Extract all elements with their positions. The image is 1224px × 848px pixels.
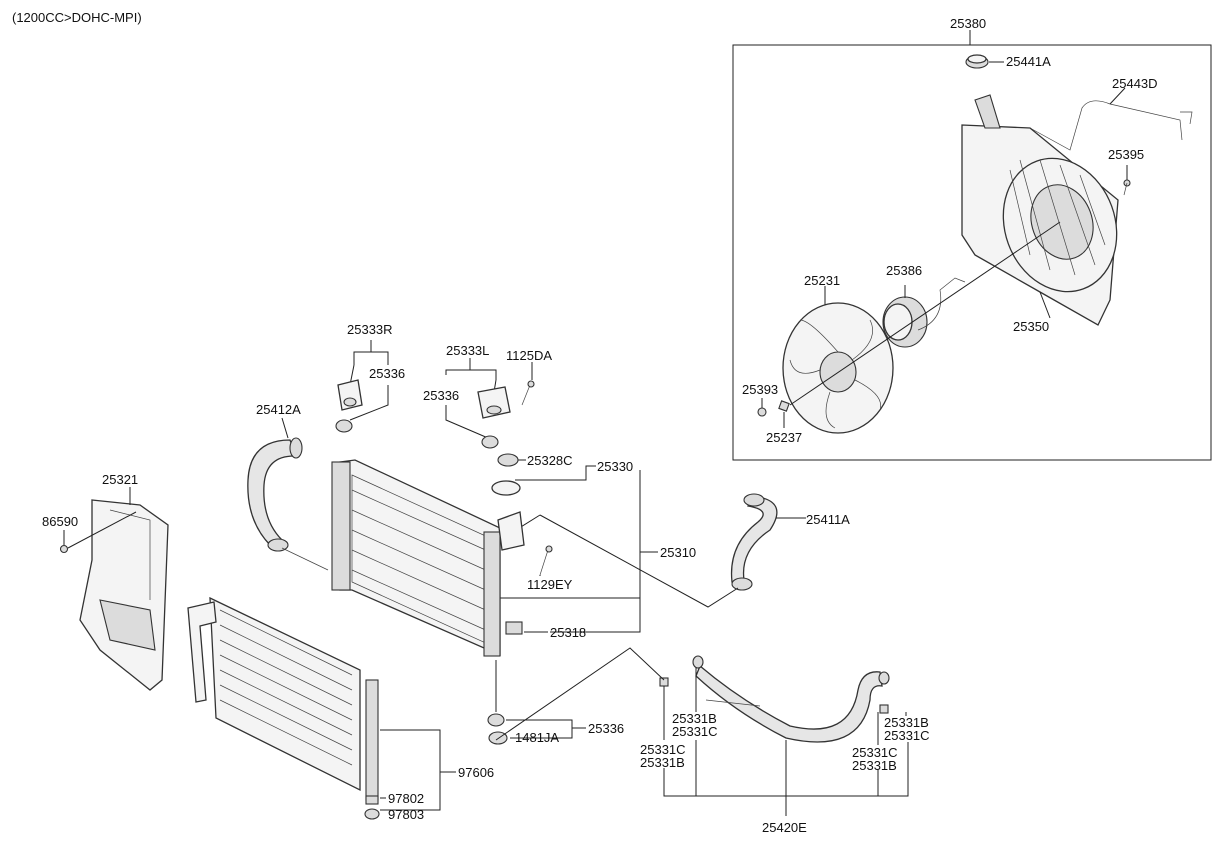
callout-1481JA: 1481JA xyxy=(515,730,559,745)
callout-25420E: 25420E xyxy=(762,820,807,835)
callout-97802: 97802 xyxy=(388,791,424,806)
motor-25386[interactable] xyxy=(882,277,966,348)
condenser-97606[interactable] xyxy=(187,596,379,801)
callout-25328C: 25328C xyxy=(527,453,573,468)
hose-clip-left[interactable] xyxy=(659,677,669,687)
insulator-25336-upper-right[interactable] xyxy=(481,435,499,449)
callout-25331B-left-top: 25331B xyxy=(672,711,717,726)
callout-25231: 25231 xyxy=(804,273,840,288)
callout-25412A: 25412A xyxy=(256,402,301,417)
bolt-1125DA[interactable] xyxy=(521,380,535,406)
nut-25393[interactable] xyxy=(757,407,767,417)
cap-25441A[interactable] xyxy=(965,54,989,69)
upper-hose-25412A[interactable] xyxy=(247,437,329,571)
leader-25336a xyxy=(349,385,389,421)
bracket-25333R[interactable] xyxy=(337,379,363,411)
leader-86590-b xyxy=(67,511,137,549)
air-guard-25321[interactable] xyxy=(79,499,169,691)
callout-25333R: 25333R xyxy=(347,322,393,337)
callout-25393: 25393 xyxy=(742,382,778,397)
callout-25380: 25380 xyxy=(950,16,986,31)
bracket-lead-25333L xyxy=(445,369,497,380)
callout-25331B-right-top: 25331B xyxy=(884,715,929,730)
callout-97606: 97606 xyxy=(458,765,494,780)
callout-25331C-left-top: 25331C xyxy=(672,724,718,739)
drier-cap-97802[interactable] xyxy=(365,795,379,805)
fan-detail-frame xyxy=(732,44,1212,461)
clip-25237[interactable] xyxy=(778,400,790,412)
callout-25331C-right-bottom: 25331C xyxy=(852,745,898,760)
leader-25412A xyxy=(281,417,289,439)
callout-25331B-left-bottom: 25331B xyxy=(640,755,685,770)
callout-25395: 25395 xyxy=(1108,147,1144,162)
callout-25386: 25386 xyxy=(886,263,922,278)
callout-25331C-left-bottom: 25331C xyxy=(640,742,686,757)
bracket-25310-right xyxy=(550,470,641,633)
callout-25350: 25350 xyxy=(1013,319,1049,334)
nut-97803[interactable] xyxy=(364,808,380,820)
insulator-25336-lower[interactable] xyxy=(487,713,505,727)
radiator-25310[interactable] xyxy=(331,459,525,657)
callout-25336-upper-right: 25336 xyxy=(423,388,459,403)
bracket-97606 xyxy=(380,729,441,811)
callout-25333L: 25333L xyxy=(446,343,489,358)
fan-blade-25231[interactable] xyxy=(782,302,894,434)
wire-connector-25443D xyxy=(1180,111,1193,125)
leader-fan-axis xyxy=(789,221,1061,406)
bracket-25333L[interactable] xyxy=(477,386,511,419)
callout-25336-upper-left: 25336 xyxy=(369,366,405,381)
leader-25350 xyxy=(1039,291,1051,319)
leader-lower-hose-path xyxy=(539,514,739,608)
fan-shroud-25350[interactable] xyxy=(961,94,1135,326)
callout-25321: 25321 xyxy=(102,472,138,487)
callout-25237: 25237 xyxy=(766,430,802,445)
engine-label: (1200CC>DOHC-MPI) xyxy=(12,10,142,25)
callout-25443D: 25443D xyxy=(1112,76,1158,91)
bolt-25395[interactable] xyxy=(1123,179,1131,196)
callout-25331C-right-top: 25331C xyxy=(884,728,930,743)
callout-1125DA: 1125DA xyxy=(506,348,552,363)
leader-25336b xyxy=(445,405,489,439)
clip-86590[interactable] xyxy=(59,544,69,554)
bracket-lead-25333R xyxy=(353,351,389,365)
callout-25330: 25330 xyxy=(597,459,633,474)
oil-cooler-hose-25420E[interactable] xyxy=(692,655,890,743)
lower-hose-25411A[interactable] xyxy=(730,493,778,591)
drain-plug-25318[interactable] xyxy=(505,621,523,635)
callout-25318: 25318 xyxy=(550,625,586,640)
callout-25336-lower: 25336 xyxy=(588,721,624,736)
callout-25441A: 25441A xyxy=(1006,54,1051,69)
hose-clip-right[interactable] xyxy=(879,704,889,714)
cap-25328C[interactable] xyxy=(491,453,521,496)
callout-25411A: 25411A xyxy=(806,512,850,527)
callout-25331B-right-bottom: 25331B xyxy=(852,758,897,773)
callout-25310: 25310 xyxy=(660,545,696,560)
bolt-1129EY[interactable] xyxy=(539,545,553,576)
callout-1129EY: 1129EY xyxy=(527,577,573,592)
callout-97803: 97803 xyxy=(388,807,424,822)
insulator-25336-upper-left[interactable] xyxy=(335,419,353,433)
wire-25443D[interactable] xyxy=(1029,100,1183,151)
leader-radiator-to-hose xyxy=(495,647,665,741)
bracket-25336c xyxy=(506,719,573,739)
callout-86590: 86590 xyxy=(42,514,78,529)
bracket-25330 xyxy=(515,465,596,481)
leader-25443D xyxy=(1109,87,1126,105)
